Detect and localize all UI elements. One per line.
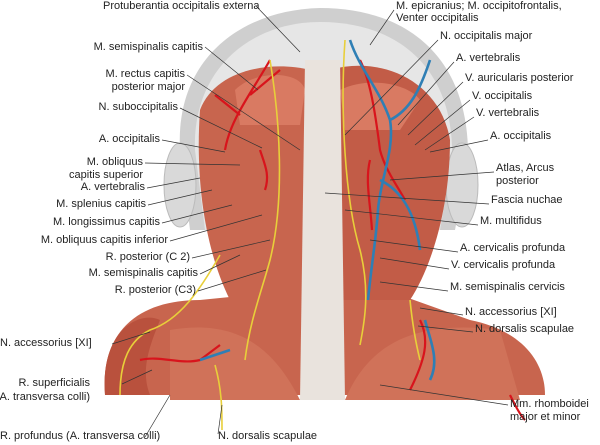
label-v-cervicalis-profunda: V. cervicalis profunda [451, 259, 556, 271]
veins [199, 39, 436, 381]
label-obliquus-inferior: M. obliquus capitis inferior [40, 234, 168, 246]
label-r-profundus: R. profundus (A. transversa colli) [0, 430, 161, 442]
nerves [119, 39, 421, 431]
label-n-dorsalis-scapulae-right: N. dorsalis scapulae [475, 323, 575, 335]
label-n-accessorius-left: N. accessorius [XI] [0, 337, 92, 349]
label-epicranius: M. epicranius; M. occipitofrontalis, [396, 0, 562, 12]
label-r-superficialis-2: (A. transversa colli) [0, 391, 90, 403]
label-r-posterior-c2: R. posterior (C 2) [105, 251, 190, 263]
label-a-vertebralis-right: A. vertebralis [456, 52, 521, 64]
left-shoulder-cut [104, 317, 160, 395]
label-obliquus-superior: M. obliquus [86, 156, 143, 168]
label-n-accessorius-right: N. accessorius [XI] [465, 306, 557, 318]
label-n-dorsalis-scapulae-bottom: N. dorsalis scapulae [218, 430, 318, 442]
label-longissimus-capitis: M. longissimus capitis [53, 216, 160, 228]
label-splenius-capitis: M. splenius capitis [56, 198, 146, 210]
lower-muscle-r [345, 327, 520, 400]
label-multifidus: M. multifidus [480, 215, 542, 227]
label-rectus-capitis: M. rectus capitis [105, 68, 185, 80]
lower-muscle [170, 327, 300, 400]
upper-right-muscle [340, 82, 420, 130]
right-ear [445, 142, 479, 228]
label-atlas: Atlas, Arcus [496, 162, 555, 174]
left-ear [163, 142, 197, 228]
label-rhomboidei: Mm. rhomboidei [510, 398, 589, 410]
label-n-suboccipitalis: N. suboccipitalis [98, 101, 178, 113]
label-rectus-capitis-2: posterior major [111, 81, 185, 93]
fascia-nuchae [300, 60, 345, 400]
label-v-auricularis: V. auricularis posterior [465, 72, 574, 84]
label-r-posterior-c3: R. posterior (C3) [114, 284, 196, 296]
label-protuberantia: Protuberantia occipitalis externa [103, 0, 260, 12]
label-epicranius-2: Venter occipitalis [396, 12, 479, 24]
label-fascia-nuchae: Fascia nuchae [491, 194, 563, 206]
label-a-cervicalis-profunda: A. cervicalis profunda [460, 242, 566, 254]
arteries [139, 59, 526, 421]
label-a-occipitalis-right: A. occipitalis [490, 130, 552, 142]
label-semispinalis-cervicis: M. semispinalis cervicis [450, 281, 565, 293]
label-a-vertebralis-left: A. vertebralis [80, 181, 145, 193]
label-semispinalis-capitis-2: M. semispinalis capitis [88, 267, 198, 279]
label-a-occipitalis-left: A. occipitalis [98, 133, 160, 145]
label-rhomboidei-2: major et minor [510, 411, 581, 423]
label-obliquus-superior-2: capitis superior [69, 169, 143, 181]
label-atlas-2: posterior [496, 175, 539, 187]
label-v-vertebralis: V. vertebralis [476, 107, 540, 119]
leader-lines [111, 5, 509, 438]
label-semispinalis-capitis: M. semispinalis capitis [93, 41, 203, 53]
label-r-superficialis: R. superficialis [18, 377, 90, 389]
label-v-occipitalis: V. occipitalis [472, 90, 533, 102]
label-n-occipitalis-major: N. occipitalis major [440, 30, 533, 42]
